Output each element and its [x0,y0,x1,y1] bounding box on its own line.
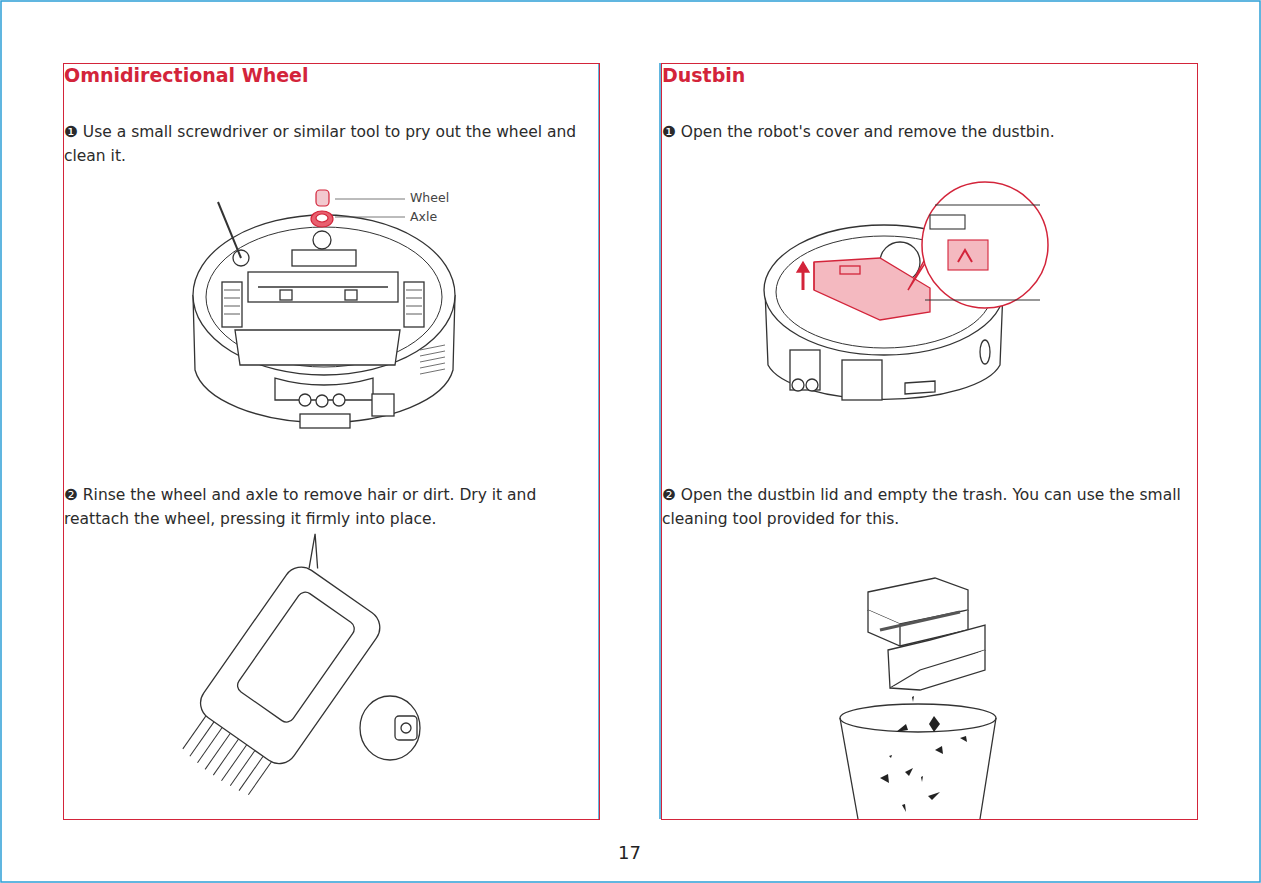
section-heading: Omnidirectional Wheel [64,64,309,86]
step-text: ❶ Open the robot's cover and remove the … [662,120,1187,144]
trash-can [840,696,996,819]
part-label: Wheel [410,190,449,206]
section-panel: Dustbin ❶ Open the robot's cover and remo… [661,63,1198,820]
dustbin-illustration [868,578,985,690]
section-panel: Omnidirectional Wheel ❶ Use a small screw… [63,63,600,820]
part-label: Axle [410,209,437,225]
wheel-and-axle [311,190,405,227]
step-text: ❶ Use a small screwdriver or similar too… [64,120,589,168]
zoom-detail [908,182,1048,308]
step-text: ❷ Open the dustbin lid and empty the tra… [662,483,1187,531]
step-text: ❷ Rinse the wheel and axle to remove hai… [64,483,589,531]
section-heading: Dustbin [662,64,745,86]
robot-top-view [764,225,1004,400]
page-number: 17 [618,842,641,863]
cleaning-tool-illustration [168,534,420,807]
robot-bottom-view [193,202,455,428]
